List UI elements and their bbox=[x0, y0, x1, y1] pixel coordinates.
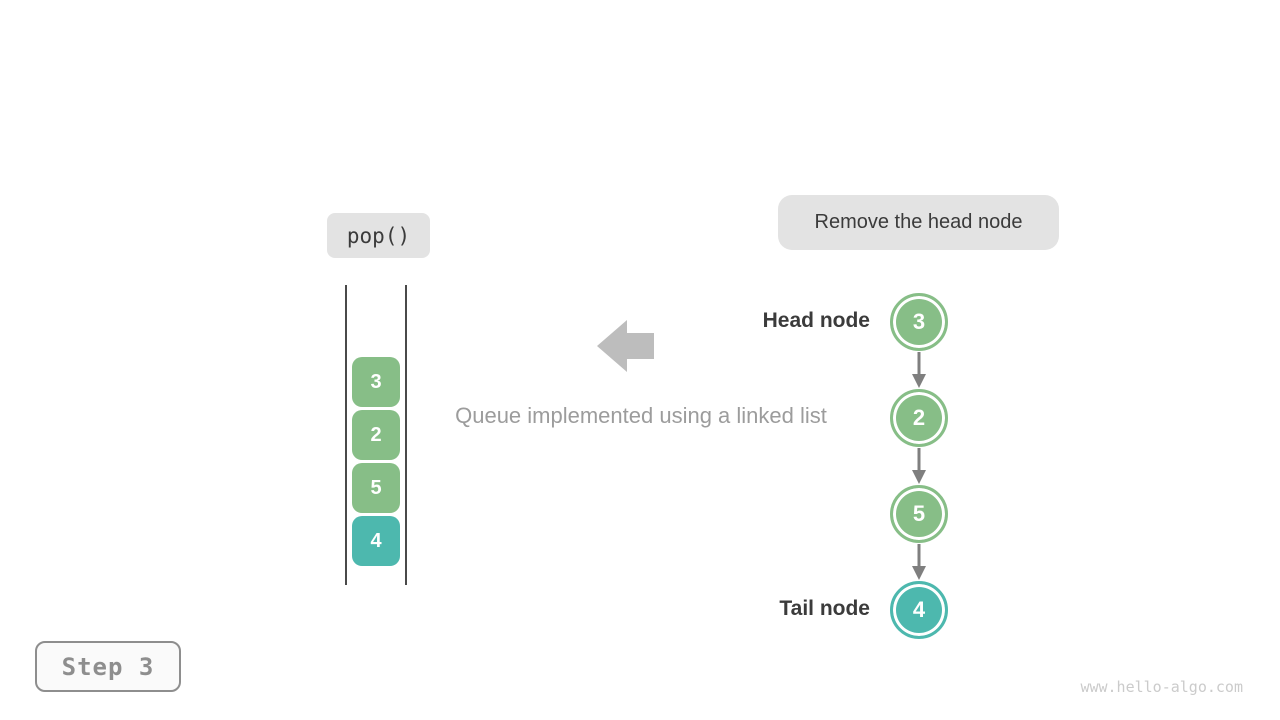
queue-item: 3 bbox=[352, 357, 400, 407]
diagram-caption: Queue implemented using a linked list bbox=[455, 403, 827, 428]
head-node-label: Head node bbox=[762, 309, 870, 332]
annotation-label: Remove the head node bbox=[814, 211, 1023, 233]
pop-operation-bubble: pop() bbox=[327, 213, 430, 258]
arrow-down-icon bbox=[912, 448, 926, 484]
linked-list-node: 4 bbox=[890, 581, 948, 639]
queue-container: 3 2 5 4 bbox=[345, 285, 407, 585]
arrow-down-icon bbox=[912, 352, 926, 388]
left-arrow-icon bbox=[597, 320, 654, 372]
watermark-url: www.hello-algo.com bbox=[1080, 678, 1243, 696]
queue-item: 5 bbox=[352, 463, 400, 513]
linked-list-node: 3 bbox=[890, 293, 948, 351]
tail-node-label: Tail node bbox=[779, 597, 870, 620]
queue-item: 4 bbox=[352, 516, 400, 566]
step-label: Step 3 bbox=[61, 652, 155, 681]
arrow-down-icon bbox=[912, 544, 926, 580]
annotation-bubble: Remove the head node bbox=[778, 195, 1059, 250]
pop-operation-label: pop() bbox=[346, 223, 411, 248]
linked-list-node: 2 bbox=[890, 389, 948, 447]
step-badge: Step 3 bbox=[35, 641, 181, 692]
queue-item: 2 bbox=[352, 410, 400, 460]
linked-list-node: 5 bbox=[890, 485, 948, 543]
